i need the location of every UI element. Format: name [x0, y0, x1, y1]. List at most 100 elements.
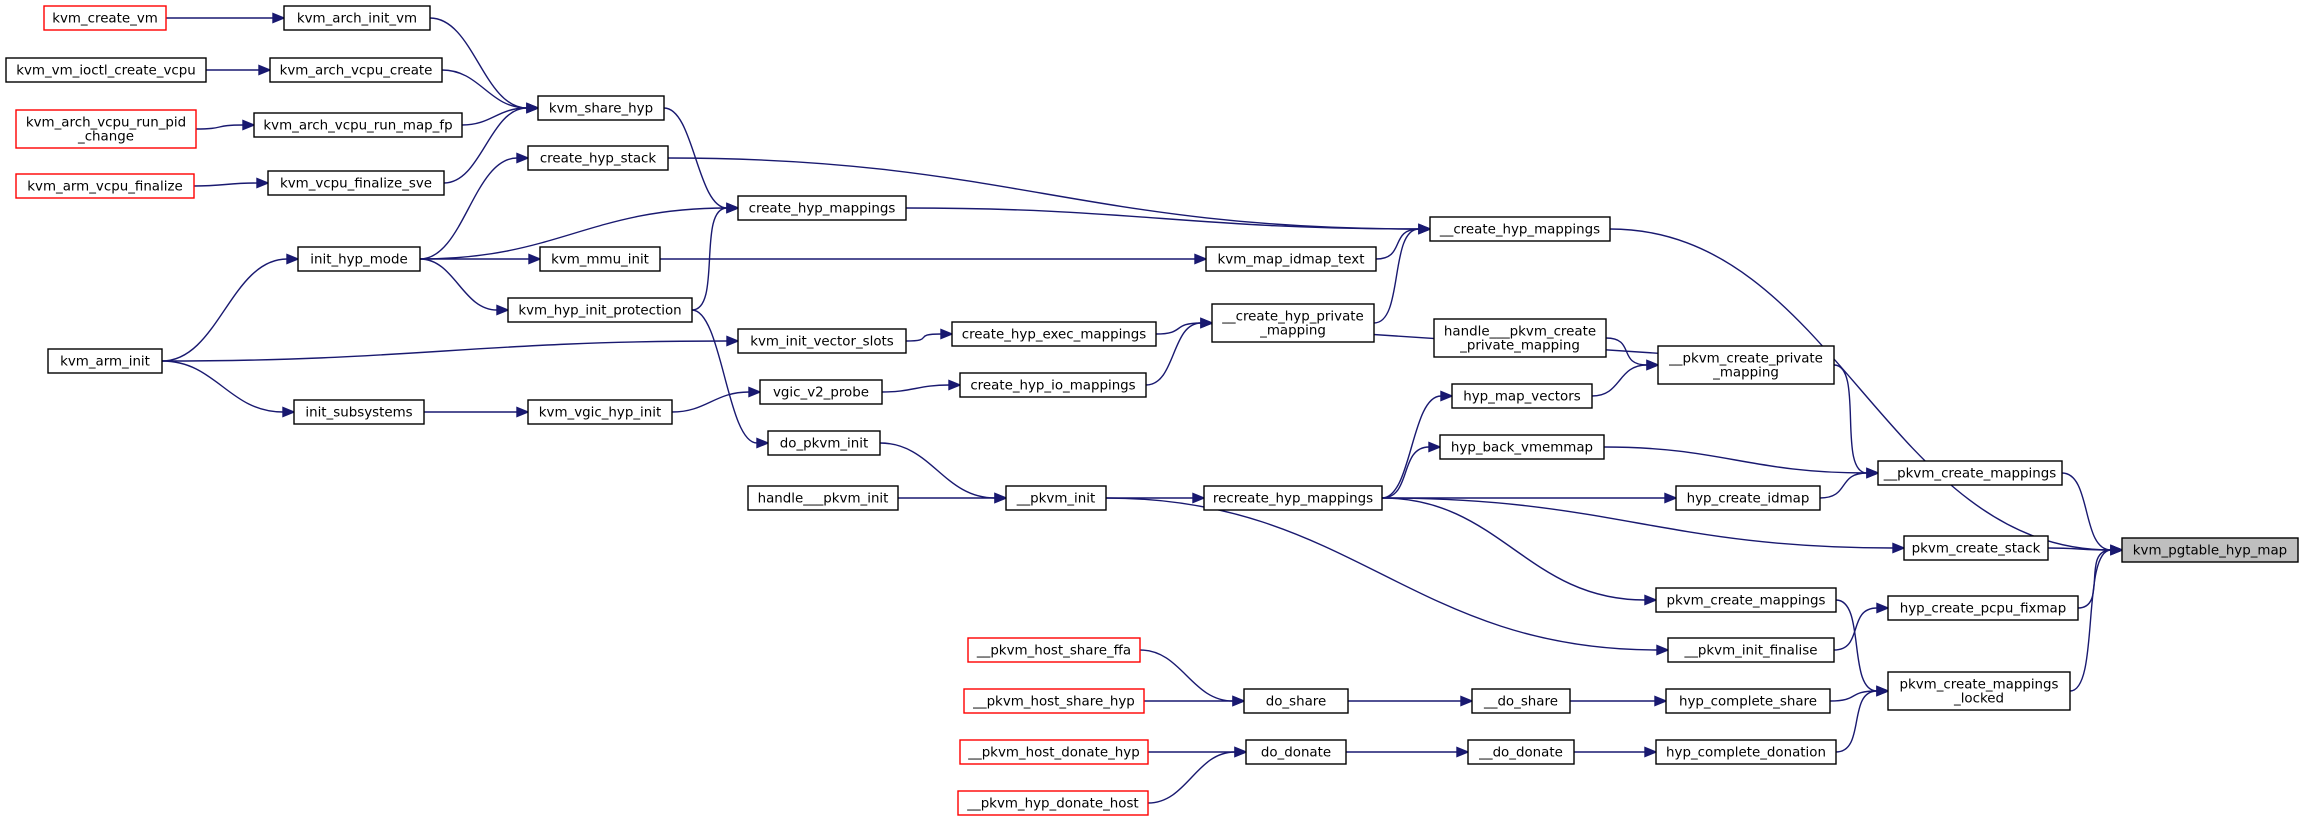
node-kvm-arch-vcpu-create[interactable]: kvm_arch_vcpu_create [269, 57, 443, 83]
node-do-pkvm-init[interactable]: do_pkvm_init [767, 430, 881, 456]
node-box[interactable] [507, 297, 693, 323]
node-kvm-init-vector-slots[interactable]: kvm_init_vector_slots [737, 328, 907, 354]
node-handle---pkvm-init[interactable]: handle___pkvm_init [747, 485, 899, 511]
node-box[interactable] [737, 195, 907, 221]
node-box[interactable] [15, 173, 195, 199]
node-box[interactable] [959, 372, 1147, 398]
node-box[interactable] [1657, 345, 1835, 385]
node-box[interactable] [737, 328, 907, 354]
node-pkvm-create-mappings[interactable]: __pkvm_create_mappings [1877, 460, 2063, 486]
node-box[interactable] [527, 399, 673, 425]
node-do-donate[interactable]: __do_donate [1467, 739, 1575, 765]
node-box[interactable] [293, 399, 425, 425]
node-init-subsystems[interactable]: init_subsystems [293, 399, 425, 425]
node-box[interactable] [1205, 246, 1377, 272]
node-box[interactable] [759, 379, 883, 405]
node-box[interactable] [1429, 216, 1611, 242]
node-box[interactable] [1005, 485, 1107, 511]
node-box[interactable] [1471, 688, 1571, 714]
node-box[interactable] [2121, 537, 2299, 563]
node-box[interactable] [1211, 303, 1375, 343]
node-kvm-hyp-init-protection[interactable]: kvm_hyp_init_protection [507, 297, 693, 323]
node-box[interactable] [963, 688, 1145, 714]
node-kvm-vcpu-finalize-sve[interactable]: kvm_vcpu_finalize_sve [267, 170, 445, 196]
node-kvm-pgtable-hyp-map[interactable]: kvm_pgtable_hyp_map [2121, 537, 2299, 563]
node-box[interactable] [1203, 485, 1383, 511]
node-kvm-vm-ioctl-create-vcpu[interactable]: kvm_vm_ioctl_create_vcpu [5, 57, 207, 83]
node-hyp-map-vectors[interactable]: hyp_map_vectors [1451, 383, 1593, 409]
node-pkvm-host-share-ffa[interactable]: __pkvm_host_share_ffa [967, 637, 1141, 663]
node-create-hyp-io-mappings[interactable]: create_hyp_io_mappings [959, 372, 1147, 398]
node-box[interactable] [1655, 587, 1837, 613]
node-pkvm-create-private-mapping[interactable]: __pkvm_create_private_mapping [1657, 345, 1835, 385]
node-box[interactable] [537, 95, 665, 121]
node-box[interactable] [767, 430, 881, 456]
node-hyp-back-vmemmap[interactable]: hyp_back_vmemmap [1439, 434, 1605, 460]
node-box[interactable] [47, 348, 163, 374]
node-box[interactable] [747, 485, 899, 511]
node-box[interactable] [1665, 688, 1831, 714]
node-box[interactable] [5, 57, 207, 83]
node-box[interactable] [1451, 383, 1593, 409]
node-box[interactable] [1903, 535, 2049, 561]
node-hyp-create-idmap[interactable]: hyp_create_idmap [1675, 485, 1821, 511]
node-kvm-share-hyp[interactable]: kvm_share_hyp [537, 95, 665, 121]
node-pkvm-create-mappings-locked[interactable]: pkvm_create_mappings_locked [1887, 671, 2071, 711]
node-box[interactable] [1887, 671, 2071, 711]
node-box[interactable] [539, 246, 661, 272]
node-create-hyp-exec-mappings[interactable]: create_hyp_exec_mappings [951, 321, 1157, 347]
node-box[interactable] [957, 790, 1149, 816]
node-do-share[interactable]: __do_share [1471, 688, 1571, 714]
node-kvm-create-vm[interactable]: kvm_create_vm [43, 5, 167, 31]
node-pkvm-host-donate-hyp[interactable]: __pkvm_host_donate_hyp [959, 739, 1149, 765]
node-vgic-v2-probe[interactable]: vgic_v2_probe [759, 379, 883, 405]
node-hyp-create-pcpu-fixmap[interactable]: hyp_create_pcpu_fixmap [1887, 595, 2079, 621]
node-box[interactable] [1887, 595, 2079, 621]
node-kvm-arm-vcpu-finalize[interactable]: kvm_arm_vcpu_finalize [15, 173, 195, 199]
node-kvm-vgic-hyp-init[interactable]: kvm_vgic_hyp_init [527, 399, 673, 425]
node-box[interactable] [1245, 739, 1347, 765]
node-box[interactable] [1433, 318, 1607, 358]
node-pkvm-host-share-hyp[interactable]: __pkvm_host_share_hyp [963, 688, 1145, 714]
node-pkvm-hyp-donate-host[interactable]: __pkvm_hyp_donate_host [957, 790, 1149, 816]
node-handle---pkvm-create-private-mapping[interactable]: handle___pkvm_create_private_mapping [1433, 318, 1607, 358]
node-kvm-arm-init[interactable]: kvm_arm_init [47, 348, 163, 374]
node-pkvm-create-stack[interactable]: pkvm_create_stack [1903, 535, 2049, 561]
node-kvm-arch-vcpu-run-map-fp[interactable]: kvm_arch_vcpu_run_map_fp [253, 112, 463, 138]
node-box[interactable] [1439, 434, 1605, 460]
node-pkvm-create-mappings[interactable]: pkvm_create_mappings [1655, 587, 1837, 613]
node-box[interactable] [1243, 688, 1349, 714]
node-box[interactable] [43, 5, 167, 31]
node-box[interactable] [1655, 739, 1837, 765]
node-create-hyp-stack[interactable]: create_hyp_stack [527, 145, 669, 171]
node-box[interactable] [967, 637, 1141, 663]
node-box[interactable] [1675, 485, 1821, 511]
node-box[interactable] [959, 739, 1149, 765]
node-box[interactable] [297, 246, 421, 272]
node-kvm-map-idmap-text[interactable]: kvm_map_idmap_text [1205, 246, 1377, 272]
node-create-hyp-mappings[interactable]: __create_hyp_mappings [1429, 216, 1611, 242]
node-pkvm-init-finalise[interactable]: __pkvm_init_finalise [1667, 637, 1835, 663]
node-pkvm-init[interactable]: __pkvm_init [1005, 485, 1107, 511]
node-hyp-complete-donation[interactable]: hyp_complete_donation [1655, 739, 1837, 765]
node-box[interactable] [527, 145, 669, 171]
node-do-donate[interactable]: do_donate [1245, 739, 1347, 765]
node-hyp-complete-share[interactable]: hyp_complete_share [1665, 688, 1831, 714]
node-init-hyp-mode[interactable]: init_hyp_mode [297, 246, 421, 272]
node-kvm-arch-vcpu-run-pid-change[interactable]: kvm_arch_vcpu_run_pid_change [15, 109, 197, 149]
node-box[interactable] [267, 170, 445, 196]
node-box[interactable] [1667, 637, 1835, 663]
node-create-hyp-private-mapping[interactable]: __create_hyp_private_mapping [1211, 303, 1375, 343]
node-create-hyp-mappings[interactable]: create_hyp_mappings [737, 195, 907, 221]
node-recreate-hyp-mappings[interactable]: recreate_hyp_mappings [1203, 485, 1383, 511]
node-box[interactable] [1467, 739, 1575, 765]
node-box[interactable] [1877, 460, 2063, 486]
node-box[interactable] [283, 5, 431, 31]
node-box[interactable] [253, 112, 463, 138]
node-do-share[interactable]: do_share [1243, 688, 1349, 714]
node-kvm-arch-init-vm[interactable]: kvm_arch_init_vm [283, 5, 431, 31]
node-kvm-mmu-init[interactable]: kvm_mmu_init [539, 246, 661, 272]
node-box[interactable] [269, 57, 443, 83]
node-box[interactable] [15, 109, 197, 149]
node-box[interactable] [951, 321, 1157, 347]
